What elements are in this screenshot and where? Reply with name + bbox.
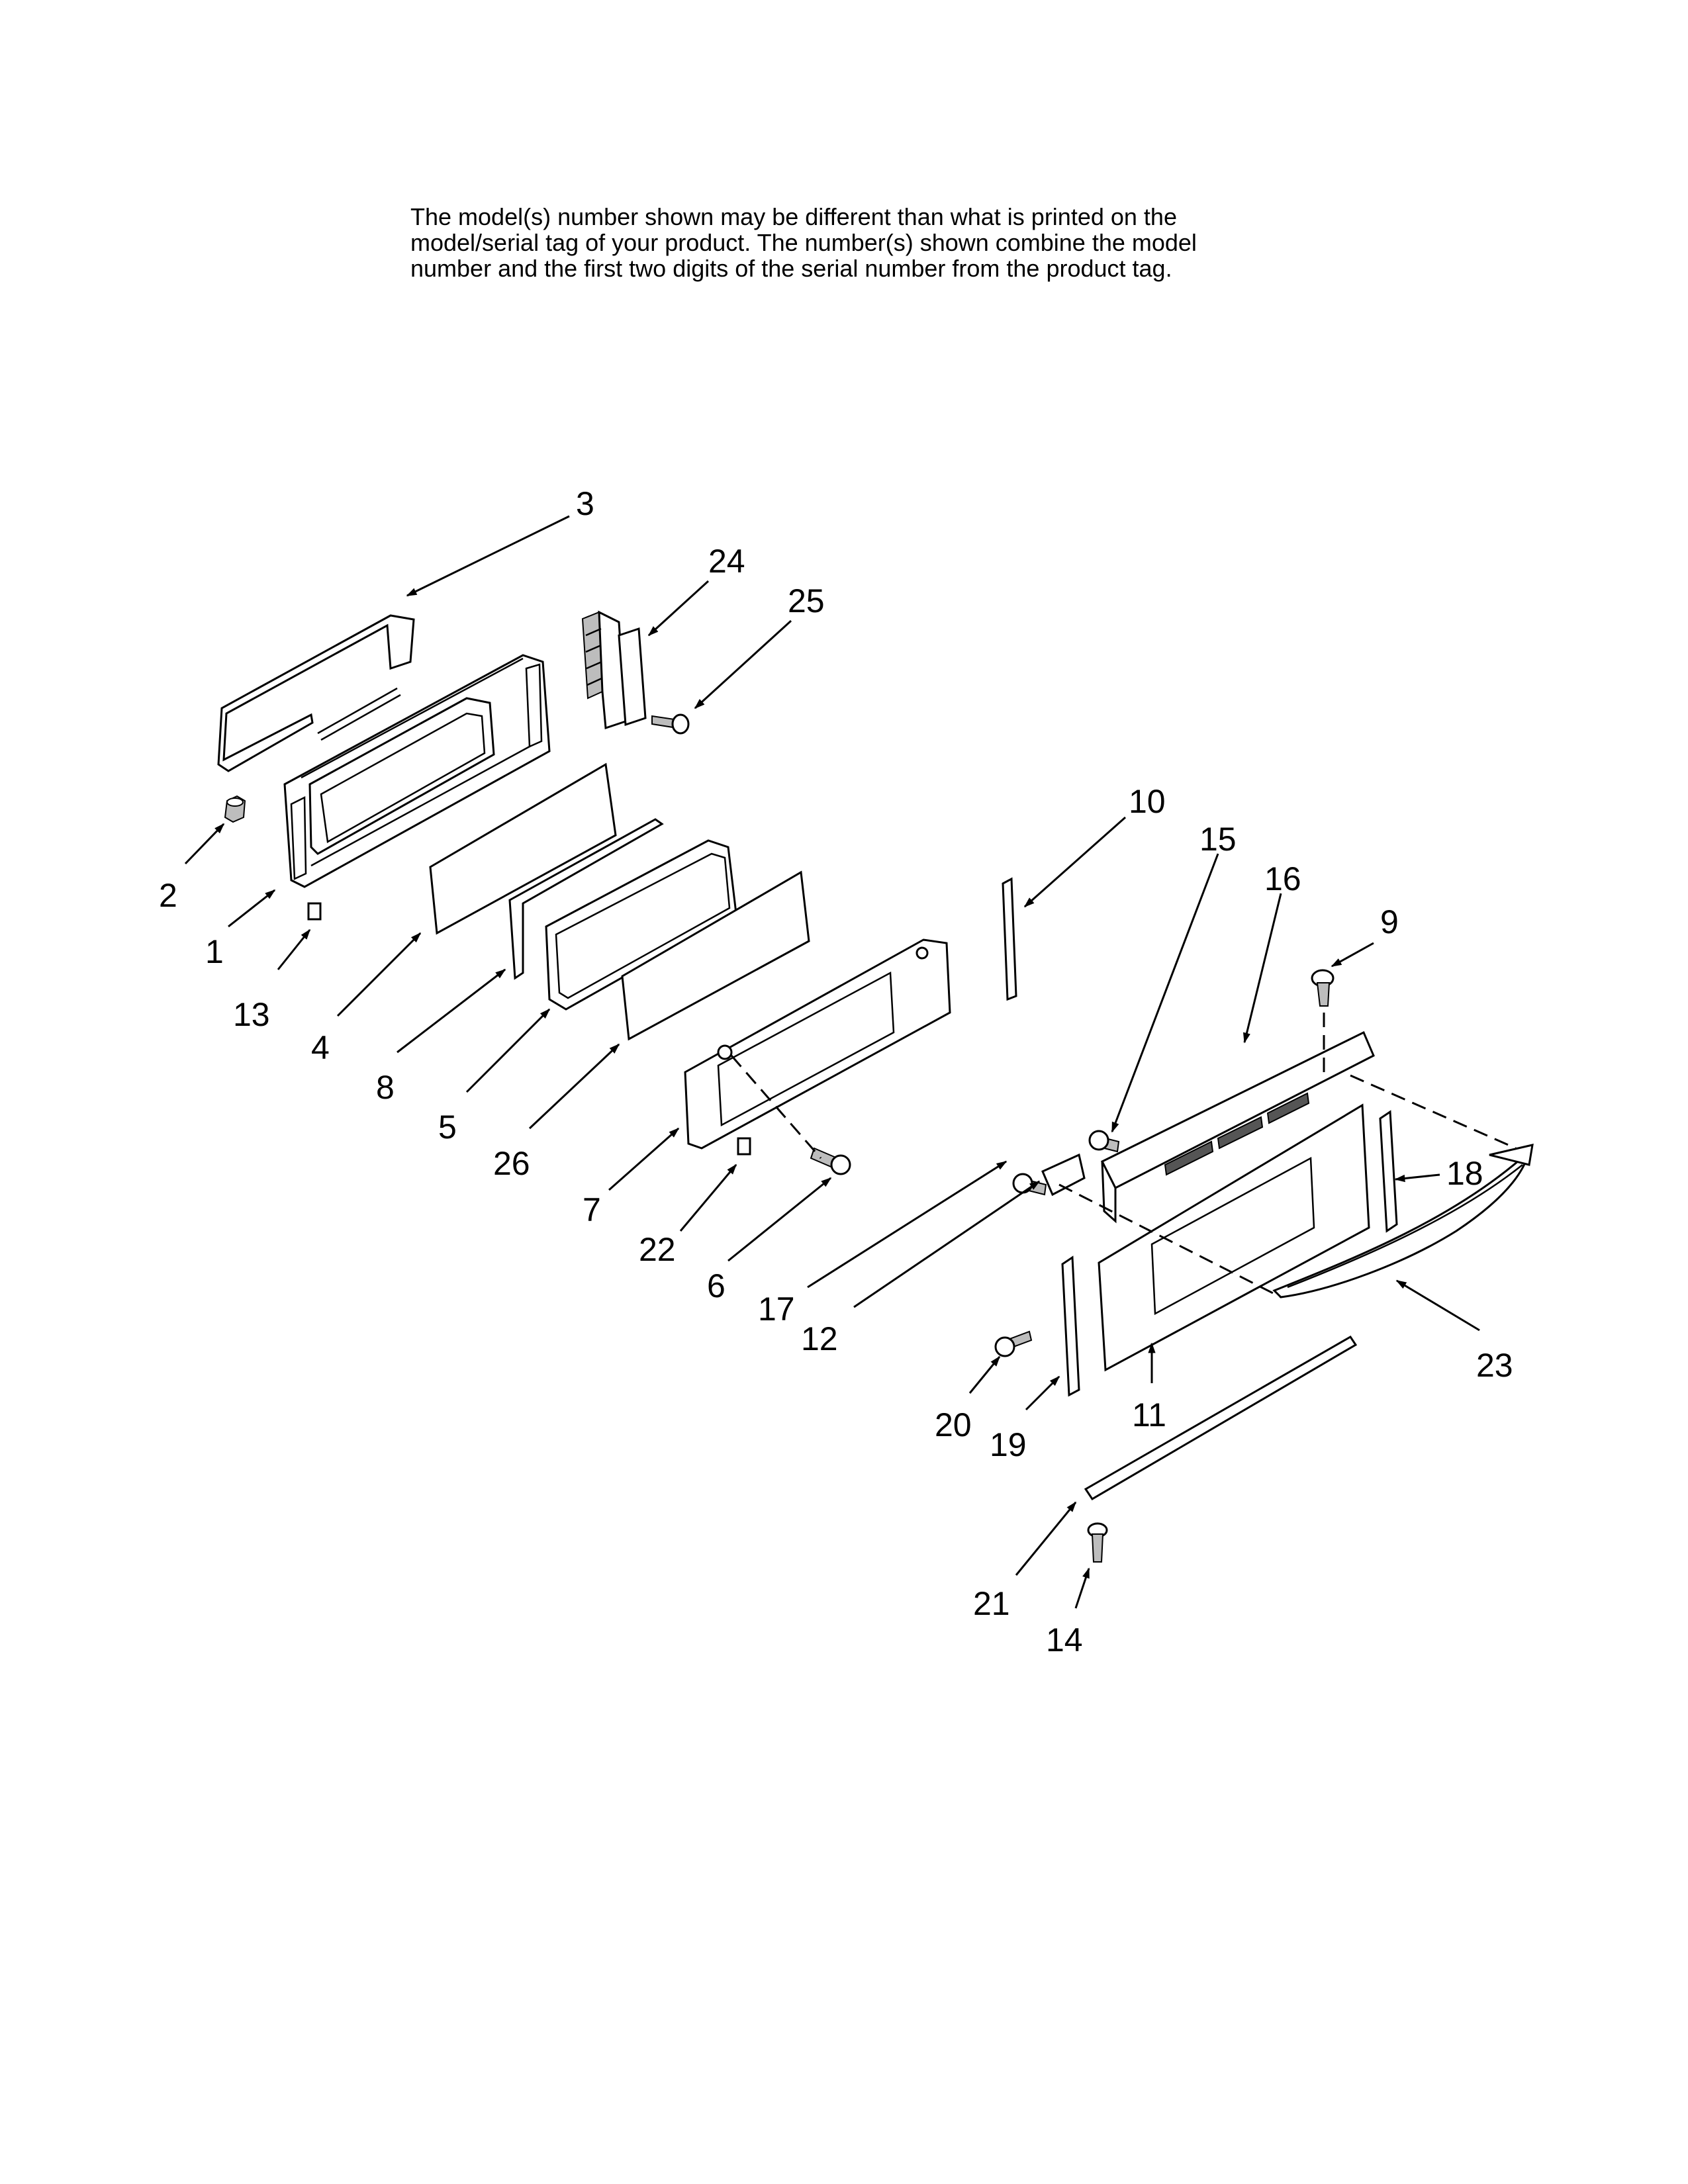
part-21-bottom-trim (1084, 1335, 1358, 1501)
callout-3: 3 (576, 485, 594, 522)
callout-4: 4 (311, 1029, 330, 1066)
callout-6: 6 (707, 1267, 726, 1304)
callout-21: 21 (973, 1585, 1010, 1622)
callout-19: 19 (990, 1426, 1027, 1463)
note-line-2: model/serial tag of your product. The nu… (410, 229, 1197, 256)
callout-18: 18 (1446, 1155, 1483, 1192)
callout-16: 16 (1264, 860, 1301, 897)
callout-labels: 3 24 25 2 1 13 4 8 5 26 7 22 6 10 15 16 … (159, 485, 1513, 1659)
disclaimer-note: The model(s) number shown may be differe… (410, 204, 1403, 281)
callout-10: 10 (1129, 783, 1166, 820)
part-17-screw (1012, 1173, 1047, 1196)
note-line-1: The model(s) number shown may be differe… (410, 203, 1177, 230)
part-1-inner-door (283, 654, 551, 888)
part-22-spacer (737, 1137, 751, 1156)
part-4-glass (429, 762, 617, 935)
callout-2: 2 (159, 877, 177, 914)
callout-17: 17 (758, 1291, 795, 1328)
note-line-3: number and the first two digits of the s… (410, 255, 1172, 282)
callout-9: 9 (1380, 903, 1399, 940)
callout-7: 7 (583, 1191, 601, 1228)
part-7-outer-panel (684, 938, 951, 1150)
part-14-screw (1087, 1522, 1108, 1563)
part-24-hinge (581, 610, 647, 730)
part-13-spacer (307, 902, 322, 921)
callout-20: 20 (935, 1406, 972, 1443)
part-8-spacer (508, 818, 664, 980)
part-11-door-panel (1098, 1103, 1370, 1372)
part-3-gasket (217, 614, 415, 772)
part-26-glass (621, 870, 810, 1041)
part-25-screw (651, 713, 690, 735)
callout-14: 14 (1046, 1621, 1083, 1659)
callout-5: 5 (438, 1109, 457, 1146)
callout-11: 11 (1132, 1396, 1166, 1433)
leader-lines (184, 515, 1480, 1609)
callout-15: 15 (1199, 821, 1237, 858)
part-20-screw (994, 1330, 1033, 1357)
part-15-screw (1088, 1130, 1120, 1153)
part-12-clip (1041, 1153, 1086, 1197)
callout-8: 8 (376, 1069, 395, 1106)
callout-1: 1 (205, 933, 224, 970)
part-10-bracket (1002, 877, 1017, 1001)
part-19-side-trim (1061, 1255, 1080, 1397)
callout-25: 25 (788, 582, 825, 619)
part-23-handle (1272, 1144, 1534, 1298)
callout-12: 12 (801, 1320, 838, 1357)
part-16-vent-trim (1100, 1030, 1375, 1224)
part-9-screw (1311, 969, 1335, 1007)
callout-22: 22 (639, 1231, 676, 1268)
part-6-screw (810, 1147, 851, 1175)
alignment-lines (730, 1013, 1517, 1298)
callout-26: 26 (493, 1145, 530, 1182)
callout-24: 24 (708, 543, 745, 580)
callout-13: 13 (233, 996, 270, 1033)
part-18-side-trim (1379, 1110, 1398, 1233)
callout-23: 23 (1476, 1347, 1513, 1384)
part-2-bumper (224, 795, 246, 823)
